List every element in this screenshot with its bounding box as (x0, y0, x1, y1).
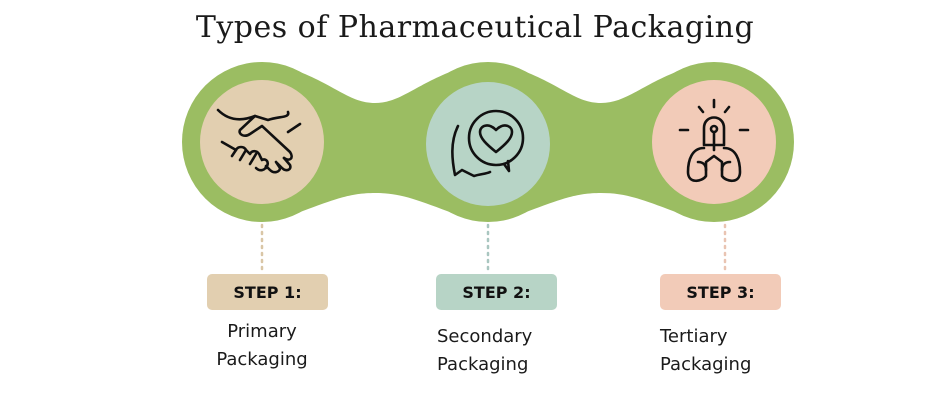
step-3-label: Tertiary Packaging (660, 323, 751, 379)
heart-speech-bubble-icon (451, 109, 525, 178)
step-3-badge: STEP 3: (660, 274, 781, 310)
step-2-badge: STEP 2: (436, 274, 557, 310)
step-1-label-line2: Packaging (216, 349, 308, 370)
step-2-label-line2: Packaging (437, 354, 529, 375)
handshake-icon (216, 108, 302, 174)
lungs-idea-icon (678, 98, 750, 183)
step-1-circle (200, 80, 324, 204)
step-2-label: Secondary Packaging (437, 323, 532, 379)
step-3-label-line2: Packaging (660, 354, 752, 375)
page-title: Types of Pharmaceutical Packaging (195, 10, 755, 45)
connector-lines (260, 223, 727, 274)
step-1-badge: STEP 1: (207, 274, 328, 310)
step-1-label-line1: Primary (227, 321, 297, 342)
step-3-label-line1: Tertiary (660, 326, 728, 347)
step-2-label-line1: Secondary (437, 326, 533, 347)
step-1-label: Primary Packaging (207, 318, 317, 374)
